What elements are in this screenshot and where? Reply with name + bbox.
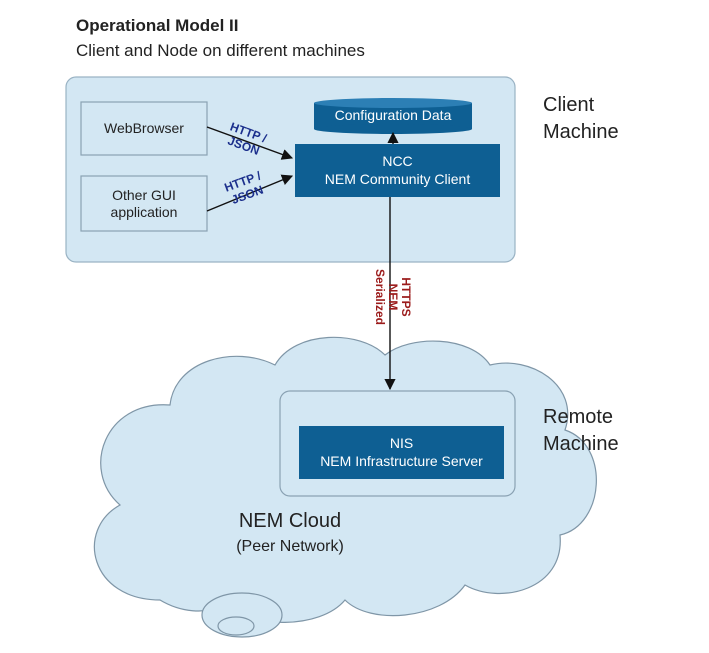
https-line1: HTTPS xyxy=(399,277,413,316)
webbrowser-label: WebBrowser xyxy=(104,120,184,136)
other-gui-label: Other GUI application xyxy=(81,187,207,221)
client-machine-label: Client Machine xyxy=(543,92,619,146)
cloud-bubble-small xyxy=(217,616,255,636)
cloud-subtitle: (Peer Network) xyxy=(236,538,344,555)
remote-machine-label-line1: Remote xyxy=(543,406,614,428)
nis-label: NIS NEM Infrastructure Server xyxy=(299,434,504,470)
nis-label-line2: NEM Infrastructure Server xyxy=(320,453,483,469)
client-machine-label-line1: Client xyxy=(543,94,595,116)
ncc-label: NCC NEM Community Client xyxy=(295,152,500,188)
page-subtitle: Client and Node on different machines xyxy=(76,41,365,60)
https-line3: Serialized xyxy=(373,269,387,325)
https-line2: NEM xyxy=(386,284,400,311)
other-gui-label-line2: application xyxy=(110,204,178,220)
nis-box xyxy=(299,426,504,479)
nis-label-line1: NIS xyxy=(389,435,414,451)
configuration-data-cylinder xyxy=(314,98,472,134)
client-machine-label-line2: Machine xyxy=(543,121,619,143)
arrow-webbrowser-to-ncc xyxy=(206,126,294,160)
remote-machine-label-line2: Machine xyxy=(543,433,619,455)
ncc-box xyxy=(295,144,500,197)
page-title: Operational Model II xyxy=(76,16,239,35)
other-gui-label-line1: Other GUI xyxy=(112,187,176,203)
webbrowser-box xyxy=(80,101,208,156)
configuration-data-label: Configuration Data xyxy=(334,107,452,123)
arrow-othergui-to-ncc xyxy=(206,174,294,212)
cloud-title: NEM Cloud xyxy=(238,510,342,532)
other-gui-box xyxy=(80,175,208,232)
ncc-label-line1: NCC xyxy=(382,153,413,169)
ncc-label-line2: NEM Community Client xyxy=(324,171,471,187)
https-connection-label: HTTPS NEM Serialized xyxy=(373,269,413,325)
remote-machine-label: Remote Machine xyxy=(543,404,619,458)
